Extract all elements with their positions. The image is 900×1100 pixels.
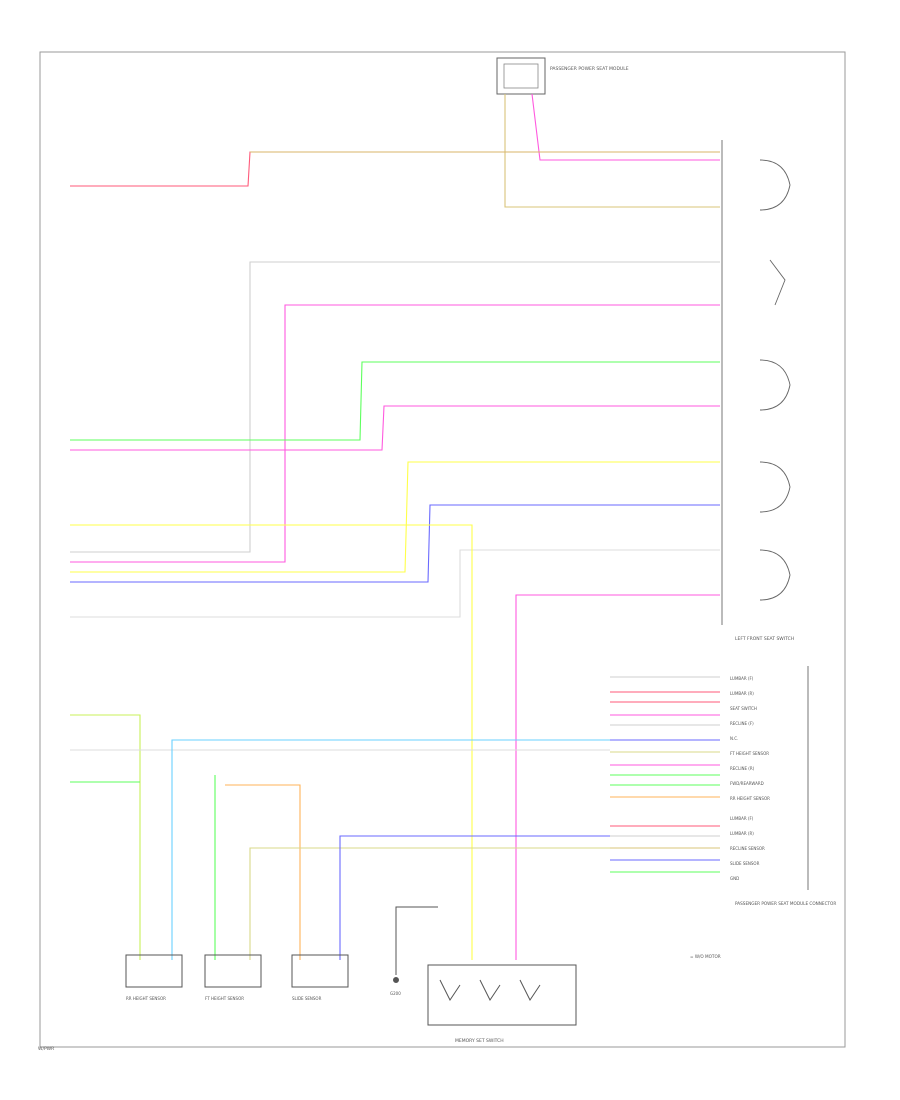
wire-yel [70, 524, 473, 960]
wire-orn-mid [225, 784, 301, 960]
wire-top-orn [504, 94, 720, 208]
bottom-switch [427, 964, 577, 1026]
sensor-1-label: RR HEIGHT SENSOR [126, 996, 166, 1001]
wire-wht-upper [70, 261, 720, 553]
connector-wires [610, 676, 720, 873]
sensor-2-label: FT HEIGHT SENSOR [205, 996, 244, 1001]
connector-pin-14: GND [730, 876, 739, 881]
connector-pin-5: N.C. [730, 736, 738, 741]
wire-grn-wht [70, 714, 141, 960]
wire-orn-blk [70, 151, 720, 187]
connector-pin-10: LUMBAR (F) [730, 816, 754, 821]
connector-pin-3: SEAT SWITCH [730, 706, 757, 711]
wire-blu-long [171, 739, 610, 960]
top-module-label: PASSENGER POWER SEAT MODULE [550, 66, 629, 72]
connector-pin-8: FWD/REARWARD [730, 781, 764, 786]
connector-block-label: PASSENGER POWER SEAT MODULE CONNECTOR [735, 901, 836, 906]
connector-pin-6: FT HEIGHT SENSOR [730, 751, 769, 756]
bottom-switch-label: MEMORY SET SWITCH [455, 1038, 504, 1044]
connector-pin-4: RECLINE (F) [730, 721, 754, 726]
wire-tan-mid [249, 847, 610, 960]
sensor-3-label: SLIDE SENSOR [292, 996, 322, 1001]
wire-top-pnk [531, 93, 720, 161]
connector-pin-13: SLIDE SENSOR [730, 861, 760, 866]
ground-note: G200 [390, 991, 401, 996]
top-module: PASSENGER POWER SEAT MODULE [496, 57, 629, 95]
connector-pin-2: LUMBAR (R) [730, 691, 754, 696]
legend-label: = W/O MOTOR [690, 954, 721, 959]
connector-pin-9: RR HEIGHT SENSOR [730, 796, 770, 801]
wire-wht-pnk [70, 304, 720, 563]
connector-pin-7: RECLINE (R) [730, 766, 755, 771]
wire-pnk-low [515, 594, 720, 960]
wire-blu-mid [339, 835, 610, 960]
switch-block-label: LEFT FRONT SEAT SWITCH [735, 636, 794, 642]
footer-label: W/PWR [38, 1046, 54, 1052]
wire-grn [70, 361, 720, 441]
connector-pin-list: LUMBAR (F) LUMBAR (R) SEAT SWITCH RECLIN… [730, 676, 770, 881]
connector-pin-12: RECLINE SENSOR [730, 846, 765, 851]
sensors [125, 954, 349, 988]
ground-symbol [393, 906, 438, 983]
wire-yel-blk [70, 461, 720, 573]
wire-wht-grn [70, 549, 720, 618]
connector-pin-11: LUMBAR (R) [730, 831, 754, 836]
connector-pin-1: LUMBAR (F) [730, 676, 754, 681]
diagram-border [39, 51, 846, 1048]
wire-pnk-blk [70, 405, 720, 451]
wire-blu-grn [70, 504, 720, 583]
switch-blocks [759, 159, 791, 601]
